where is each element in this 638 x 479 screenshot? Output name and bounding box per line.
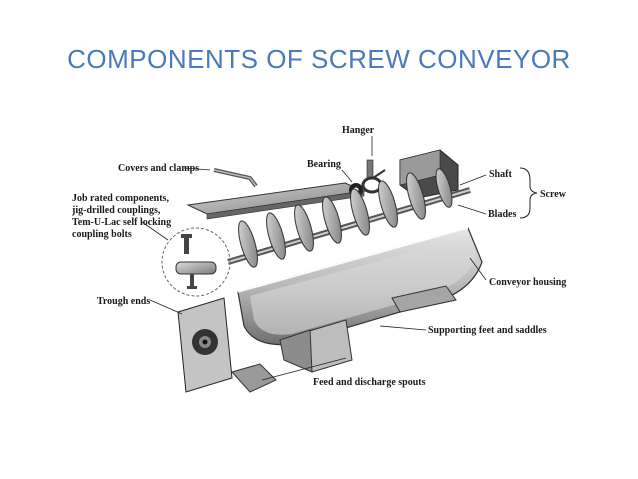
label-screw: Screw — [540, 189, 567, 200]
label-job-rated-4: coupling bolts — [72, 229, 132, 240]
feed-spout — [231, 363, 277, 393]
supporting-feet — [279, 285, 457, 373]
label-blades: Blades — [488, 209, 516, 220]
label-feed-discharge: Feed and discharge spouts — [313, 377, 426, 388]
label-supporting-feet: Supporting feet and saddles — [428, 325, 547, 336]
label-conveyor-housing: Conveyor housing — [489, 277, 566, 288]
label-shaft: Shaft — [489, 169, 512, 180]
screw-assembly — [227, 168, 471, 268]
screw-brace — [519, 167, 538, 219]
leader-lines — [141, 136, 487, 381]
trough-end — [177, 297, 233, 393]
label-job-rated-3: Tem-U-Lac self locking — [72, 217, 171, 228]
label-covers-clamps: Covers and clamps — [118, 163, 199, 174]
conveyor-housing — [237, 227, 483, 346]
label-hanger: Hanger — [342, 125, 375, 136]
coupling-detail — [161, 227, 231, 297]
label-bearing: Bearing — [307, 159, 341, 170]
clamp — [213, 168, 258, 188]
slide-title: COMPONENTS OF SCREW CONVEYOR — [67, 44, 571, 74]
label-job-rated-2: jig-drilled couplings, — [71, 205, 161, 216]
label-job-rated-1: Job rated components, — [72, 193, 169, 204]
label-trough-ends: Trough ends — [97, 296, 150, 307]
